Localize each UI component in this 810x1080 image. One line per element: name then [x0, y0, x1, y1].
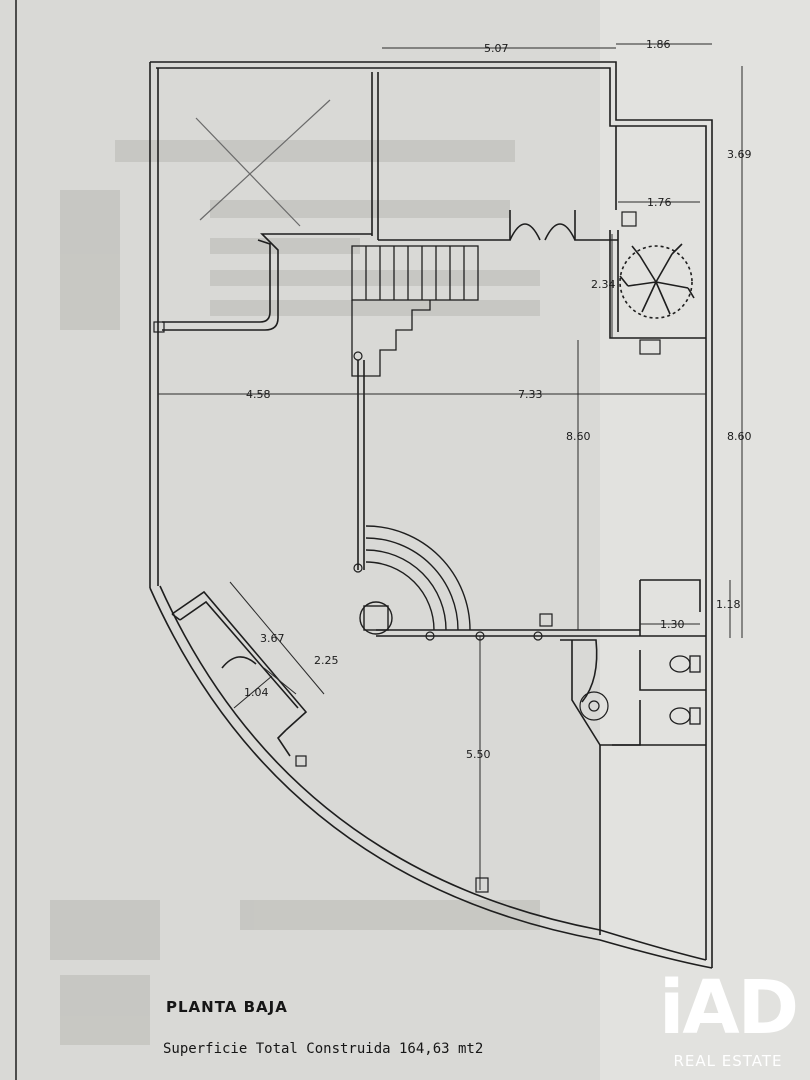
logo-tagline: REAL ESTATE [673, 1052, 783, 1070]
dim-top-main: 5.07 [484, 42, 509, 55]
logo-brand: iAD [658, 965, 799, 1051]
dim-right-span: 7.33 [518, 388, 543, 401]
dim-wc-width: 1.30 [660, 618, 685, 631]
staircase [351, 245, 479, 377]
dimension-lines [158, 43, 743, 890]
dim-patio-width: 1.76 [647, 196, 672, 209]
bleed-through-marks [50, 140, 540, 1045]
iad-logo: iAD REAL ESTATE [646, 966, 810, 1080]
plan-title: PLANTA BAJA [166, 998, 288, 1016]
tree-icon [619, 243, 695, 319]
dim-lower-height: 5.50 [466, 748, 491, 761]
dim-door-width: 1.04 [244, 686, 269, 699]
dim-outer-height: 8.60 [727, 430, 752, 443]
dim-inner-height: 8.60 [566, 430, 591, 443]
walls [149, 61, 713, 969]
curved-steps [359, 525, 471, 635]
void-cross [195, 99, 331, 227]
toilet-icon [669, 655, 701, 725]
dim-left-span: 4.58 [246, 388, 271, 401]
dim-angled-width: 2.25 [314, 654, 339, 667]
dim-right-upper: 3.69 [727, 148, 752, 161]
dim-wc-height: 1.18 [716, 598, 741, 611]
dim-angled-length: 3.67 [260, 632, 285, 645]
plan-area-caption: Superficie Total Construida 164,63 mt2 [163, 1041, 484, 1057]
dim-patio-height: 2.34 [591, 278, 616, 291]
dim-top-right: 1.86 [646, 38, 671, 51]
fixtures [153, 211, 661, 893]
